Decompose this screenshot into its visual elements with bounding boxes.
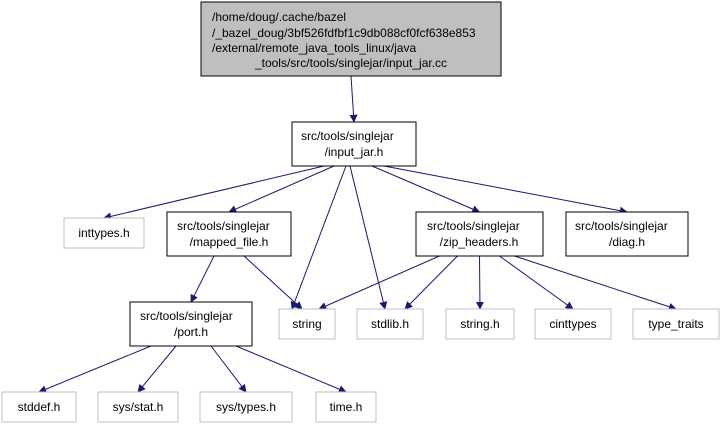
node-stdlib-h-label: stdlib.h xyxy=(371,317,409,331)
node-stddef-h[interactable]: stddef.h xyxy=(1,391,77,423)
edge-port-h-to-sys-types-h xyxy=(210,345,247,393)
node-root-input-jar-cc[interactable]: /home/doug/.cache/bazel /_bazel_doug/3bf… xyxy=(200,1,502,77)
node-sys-types-h-label: sys/types.h xyxy=(216,400,276,414)
node-mapped-file-h[interactable]: src/tools/singlejar /mapped_file.h xyxy=(166,211,292,257)
node-type-traits-label: type_traits xyxy=(648,317,703,331)
node-root-line-2: /_bazel_doug/3bf526fdfbf1c9db088cf0fcf63… xyxy=(212,26,476,40)
edge-input-jar-h-to-stdlib-h xyxy=(349,165,388,310)
edge-zip-headers-h-to-type-traits xyxy=(514,255,677,311)
node-input-jar-h-line-2: /input_jar.h xyxy=(325,145,384,159)
node-sys-types-h[interactable]: sys/types.h xyxy=(199,391,293,423)
node-diag-h[interactable]: src/tools/singlejar /diag.h xyxy=(565,211,689,257)
node-diag-h-line-1: src/tools/singlejar xyxy=(575,219,668,233)
node-input-jar-h-line-1: src/tools/singlejar xyxy=(301,129,394,143)
node-port-h-line-1: src/tools/singlejar xyxy=(140,309,233,323)
edge-input-jar-h-to-mapped-file-h xyxy=(228,165,335,213)
node-root-line-4: _tools/src/tools/singlejar/input_jar.cc xyxy=(254,56,447,70)
node-port-h-line-2: /port.h xyxy=(174,325,208,339)
node-root-line-3: /external/remote_java_tools_linux/java xyxy=(212,41,416,55)
node-mapped-file-h-line-1: src/tools/singlejar xyxy=(177,219,270,233)
node-sys-stat-h[interactable]: sys/stat.h xyxy=(97,391,179,423)
node-zip-headers-h[interactable]: src/tools/singlejar /zip_headers.h xyxy=(415,211,544,257)
node-diag-h-line-2: /diag.h xyxy=(609,235,645,249)
node-inttypes-h[interactable]: inttypes.h xyxy=(63,217,145,249)
edge-layer xyxy=(38,75,677,393)
node-zip-headers-h-line-1: src/tools/singlejar xyxy=(427,219,520,233)
node-root-line-1: /home/doug/.cache/bazel xyxy=(212,10,346,24)
node-string-h-label: string.h xyxy=(460,317,499,331)
edge-mapped-file-h-to-port-h xyxy=(190,255,215,303)
edge-input-jar-h-to-diag-h xyxy=(383,165,628,215)
node-cinttypes-label: cinttypes xyxy=(549,317,596,331)
edge-mapped-file-h-to-string xyxy=(243,255,303,310)
edge-zip-headers-h-to-cinttypes xyxy=(499,255,574,310)
node-stdlib-h[interactable]: stdlib.h xyxy=(356,308,424,340)
edge-zip-headers-h-to-string-h xyxy=(475,255,484,310)
node-time-h[interactable]: time.h xyxy=(315,391,377,423)
edge-input-jar-h-to-string xyxy=(290,165,347,310)
node-sys-stat-h-label: sys/stat.h xyxy=(113,400,164,414)
edge-zip-headers-h-to-string xyxy=(318,255,440,310)
edge-input-jar-h-to-inttypes-h xyxy=(103,165,325,221)
node-string[interactable]: string xyxy=(278,308,336,340)
edge-input-jar-h-to-zip-headers-h xyxy=(371,165,481,213)
node-string-label: string xyxy=(292,317,321,331)
edge-zip-headers-h-to-stdlib-h xyxy=(404,255,458,310)
edge-port-h-to-sys-stat-h xyxy=(137,345,177,393)
node-cinttypes[interactable]: cinttypes xyxy=(534,308,612,340)
edge-port-h-to-stddef-h xyxy=(38,345,152,393)
edge-root-to-input-jar-h xyxy=(349,75,358,123)
node-time-h-label: time.h xyxy=(330,400,363,414)
node-string-h[interactable]: string.h xyxy=(445,308,515,340)
node-inttypes-h-label: inttypes.h xyxy=(78,226,129,240)
node-type-traits[interactable]: type_traits xyxy=(632,308,720,340)
node-zip-headers-h-line-2: /zip_headers.h xyxy=(440,235,519,249)
node-stddef-h-label: stddef.h xyxy=(18,400,61,414)
edge-port-h-to-time-h xyxy=(235,345,347,393)
node-input-jar-h[interactable]: src/tools/singlejar /input_jar.h xyxy=(291,121,417,167)
node-mapped-file-h-line-2: /mapped_file.h xyxy=(190,235,269,249)
node-port-h[interactable]: src/tools/singlejar /port.h xyxy=(129,301,253,347)
